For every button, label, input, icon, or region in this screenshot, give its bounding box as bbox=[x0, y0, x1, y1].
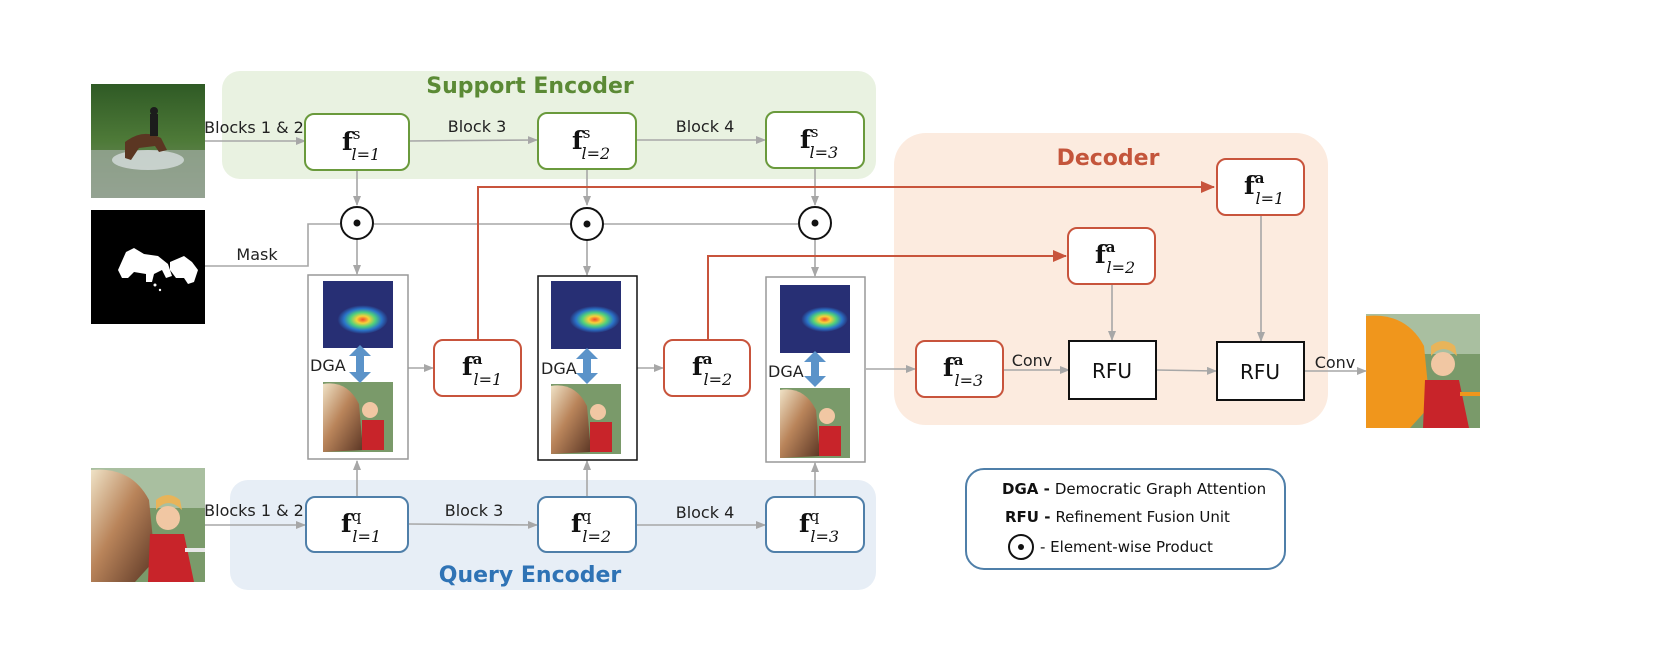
product-node-1 bbox=[340, 206, 374, 240]
dga-block-3: DGA bbox=[765, 276, 866, 463]
dga-block-1: DGA bbox=[307, 274, 409, 460]
product-symbol-icon bbox=[1008, 534, 1034, 560]
svg-text:fal=1: fal=1 bbox=[462, 350, 502, 389]
svg-text:fal=1: fal=1 bbox=[1244, 169, 1284, 208]
svg-text:fal=3: fal=3 bbox=[943, 351, 983, 390]
rfu-block-2: RFU bbox=[1216, 341, 1305, 401]
svg-text:fsl=3: fsl=3 bbox=[800, 123, 838, 162]
query-edge-label-2: Block 3 bbox=[445, 501, 504, 520]
mask-image bbox=[91, 210, 205, 324]
dga-label-3: DGA bbox=[768, 362, 804, 381]
support-edge-label-2: Block 3 bbox=[448, 117, 507, 136]
legend: DGA -Democratic Graph Attention RFU -Ref… bbox=[965, 468, 1286, 570]
red-connectors bbox=[477, 181, 1215, 340]
gray-connectors bbox=[205, 136, 1367, 529]
support-encoder-title: Support Encoder bbox=[426, 74, 634, 99]
conv-label-2: Conv bbox=[1315, 353, 1356, 372]
decoder-title: Decoder bbox=[1057, 146, 1160, 171]
dga-label-2: DGA bbox=[541, 359, 577, 378]
query-edge-label-3: Block 4 bbox=[676, 503, 735, 522]
query-edge-label-1: Blocks 1 & 2 bbox=[204, 501, 304, 520]
rfu-label-1: RFU bbox=[1092, 359, 1132, 383]
svg-text:fal=2: fal=2 bbox=[1095, 238, 1135, 277]
dga-block-2: DGA bbox=[537, 275, 638, 461]
output-image bbox=[1366, 314, 1480, 428]
svg-text:fql=1: fql=1 bbox=[341, 507, 381, 546]
dga-arrow-icon bbox=[576, 348, 598, 384]
dga-arrow-icon bbox=[349, 345, 371, 383]
rfu-block-1: RFU bbox=[1068, 340, 1157, 400]
svg-text:fsl=1: fsl=1 bbox=[342, 125, 380, 164]
support-edge-label-3: Block 4 bbox=[676, 117, 735, 136]
legend-row-dga: DGA -Democratic Graph Attention bbox=[1002, 480, 1266, 498]
product-node-3 bbox=[798, 206, 832, 240]
svg-text:fal=2: fal=2 bbox=[692, 350, 732, 389]
dga-arrow-icon bbox=[804, 351, 826, 387]
svg-text:fql=2: fql=2 bbox=[571, 507, 611, 546]
mask-label: Mask bbox=[236, 245, 278, 264]
rfu-label-2: RFU bbox=[1240, 360, 1280, 384]
conv-label-1: Conv bbox=[1012, 351, 1053, 370]
support-edge-label-1: Blocks 1 & 2 bbox=[204, 118, 304, 137]
legend-row-rfu: RFU -Refinement Fusion Unit bbox=[1005, 508, 1230, 526]
support-image bbox=[91, 84, 205, 198]
legend-row-product: - Element-wise Product bbox=[1040, 538, 1213, 556]
query-image bbox=[91, 468, 205, 582]
query-encoder-title: Query Encoder bbox=[439, 563, 622, 588]
svg-text:fql=3: fql=3 bbox=[799, 507, 839, 546]
dga-label-1: DGA bbox=[310, 356, 346, 375]
svg-text:fsl=2: fsl=2 bbox=[572, 124, 610, 163]
product-node-2 bbox=[570, 207, 604, 241]
